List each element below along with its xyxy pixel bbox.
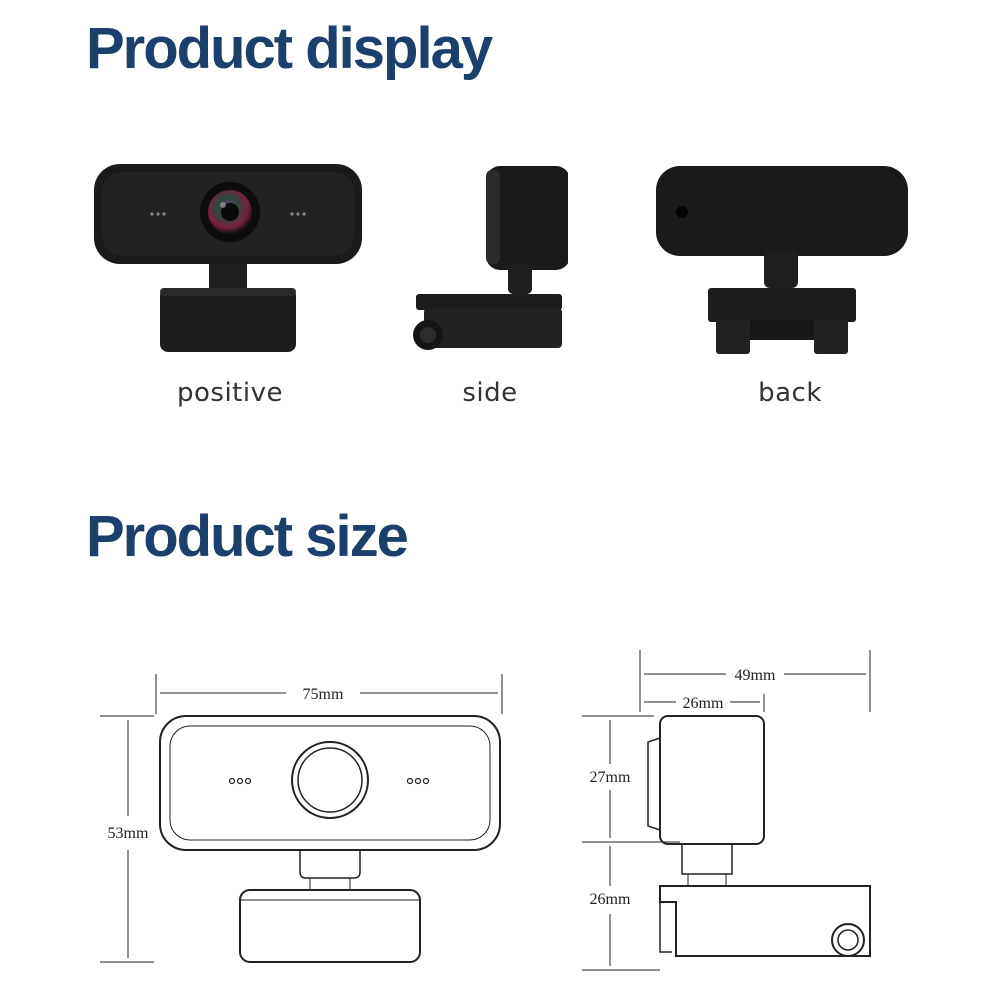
webcam-back-view	[656, 166, 908, 354]
webcam-front-view	[94, 164, 362, 352]
view-label-side: side	[462, 378, 518, 408]
view-label-positive: positive	[177, 378, 283, 408]
webcam-side-view	[413, 166, 568, 350]
dim-front-height: 53mm	[108, 825, 149, 842]
dim-side-depth-total: 49mm	[735, 667, 776, 684]
dim-side-head-height: 27mm	[590, 769, 631, 786]
dim-side-depth-head: 26mm	[683, 695, 724, 712]
section-title-product-display: Product display	[86, 16, 493, 81]
dim-front-width: 75mm	[303, 686, 344, 703]
side-dimension-drawing: 49mm 26mm 27mm 26mm	[582, 650, 871, 971]
section-title-product-size: Product size	[86, 504, 409, 569]
front-dimension-drawing: 75mm 53mm	[100, 674, 503, 963]
view-label-back: back	[758, 378, 822, 408]
dim-side-base-height: 26mm	[590, 891, 631, 908]
